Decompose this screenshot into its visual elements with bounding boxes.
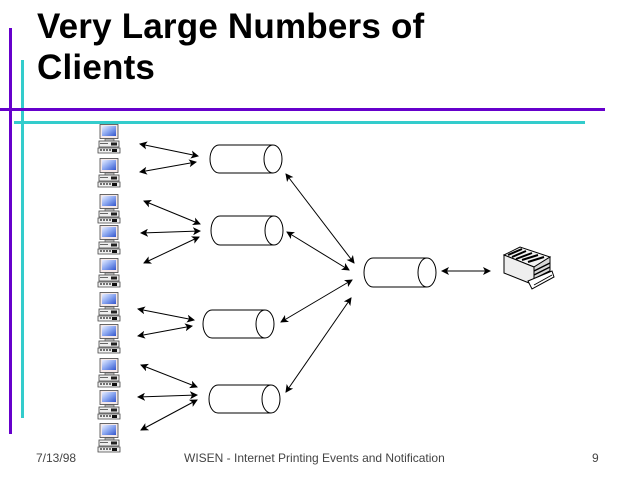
bidirectional-arrow bbox=[140, 227, 201, 237]
desktop-computer-icon bbox=[97, 258, 121, 288]
desktop-computer-icon bbox=[97, 324, 121, 354]
connection-arrows bbox=[137, 141, 491, 431]
page-number: 9 bbox=[592, 451, 599, 465]
accent-bar-vertical-purple bbox=[9, 28, 12, 434]
bidirectional-arrow bbox=[143, 236, 200, 264]
bidirectional-arrow bbox=[137, 323, 193, 339]
accent-bar-horizontal-teal bbox=[14, 121, 585, 124]
desktop-computer-icon bbox=[97, 124, 121, 154]
desktop-computer-icon bbox=[97, 358, 121, 388]
central-server-cylinder-icon bbox=[363, 257, 437, 288]
accent-bar-horizontal-purple bbox=[0, 108, 605, 111]
bidirectional-arrow bbox=[140, 363, 198, 389]
footer-date: 7/13/98 bbox=[36, 451, 77, 465]
client-computers bbox=[97, 124, 121, 453]
desktop-computer-icon bbox=[97, 390, 121, 420]
slide-title-line-2: Clients bbox=[37, 48, 156, 87]
bidirectional-arrow bbox=[139, 159, 197, 175]
desktop-computer-icon bbox=[97, 292, 121, 322]
cylinder-server-icon bbox=[209, 144, 283, 174]
bidirectional-arrow bbox=[140, 399, 198, 431]
cylinder-server-icon bbox=[210, 215, 284, 246]
bidirectional-arrow bbox=[139, 141, 199, 159]
footer-title: WISEN - Internet Printing Events and Not… bbox=[184, 451, 445, 465]
bidirectional-arrow bbox=[280, 279, 353, 323]
cylinder-server-icon bbox=[202, 309, 275, 339]
slide-title-line-1: Very Large Numbers of bbox=[37, 7, 425, 46]
printer-icon bbox=[502, 246, 555, 290]
slide-title: Very Large Numbers of Clients bbox=[37, 6, 424, 88]
desktop-computer-icon bbox=[97, 225, 121, 255]
bidirectional-arrow bbox=[286, 231, 350, 271]
bidirectional-arrow bbox=[285, 173, 355, 264]
bidirectional-arrow bbox=[137, 391, 198, 401]
desktop-computer-icon bbox=[97, 158, 121, 188]
cylinder-server-icon bbox=[208, 384, 281, 414]
bidirectional-arrow bbox=[143, 199, 201, 226]
desktop-computer-icon bbox=[97, 194, 121, 224]
accent-bar-vertical-teal bbox=[21, 60, 24, 418]
intermediate-servers bbox=[202, 144, 437, 414]
bidirectional-arrow bbox=[137, 306, 195, 323]
bidirectional-arrow bbox=[285, 297, 352, 393]
desktop-computer-icon bbox=[97, 423, 121, 453]
